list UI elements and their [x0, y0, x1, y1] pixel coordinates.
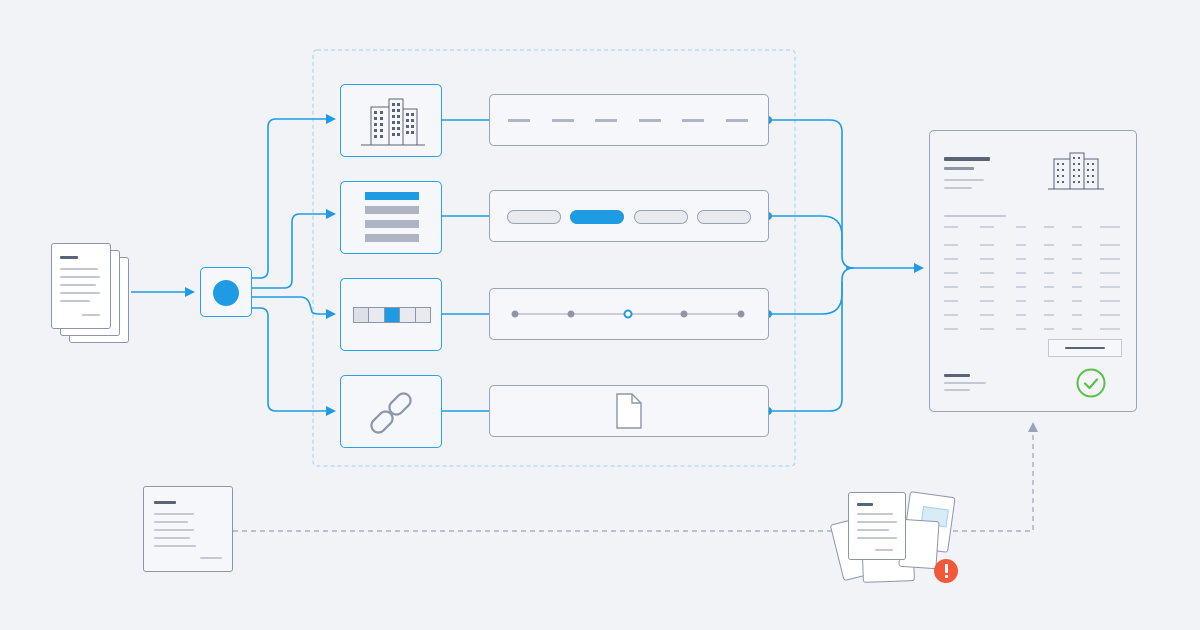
timeline-point[interactable] [737, 310, 745, 318]
dashed-fields [508, 119, 748, 123]
timeline-point-selected[interactable] [623, 309, 633, 319]
chain-link-icon [370, 392, 412, 434]
table-output-card[interactable] [489, 190, 769, 242]
final-document[interactable] [929, 130, 1137, 412]
entity-output-card[interactable] [489, 94, 769, 146]
grid-output-card[interactable] [489, 288, 769, 340]
building-icon [361, 98, 425, 146]
card4-to-final-line [768, 267, 855, 412]
grid-extraction-box[interactable] [340, 278, 442, 351]
card3-to-final-line [768, 282, 843, 315]
source-doc-front [51, 243, 111, 329]
bypass-document [143, 486, 233, 572]
timeline [511, 309, 745, 319]
table-extraction-box[interactable] [340, 181, 442, 254]
timeline-point[interactable] [567, 310, 575, 318]
router-node[interactable] [200, 267, 252, 317]
table-rows-icon [341, 182, 441, 253]
segment[interactable] [696, 210, 751, 224]
exclamation-icon [934, 559, 958, 583]
building-icon [1048, 152, 1104, 190]
grid-cells-icon [353, 307, 431, 323]
file-icon [616, 393, 642, 429]
link-output-card[interactable] [489, 385, 769, 437]
link-extraction-box[interactable] [340, 375, 442, 448]
total-box [1048, 339, 1122, 357]
router-to-link-arrow [251, 307, 336, 416]
router-to-table-arrow [251, 209, 336, 289]
check-circle-icon [1076, 368, 1106, 398]
router-node-icon [213, 280, 239, 306]
timeline-point[interactable] [680, 310, 688, 318]
router-to-grid-arrow [251, 296, 336, 319]
segment[interactable] [507, 210, 561, 224]
router-to-entity-arrow [251, 114, 336, 279]
line-items-table [944, 226, 1120, 330]
card2-to-final-line [768, 215, 843, 250]
timeline-point[interactable] [511, 310, 519, 318]
segment[interactable] [633, 210, 688, 224]
pile-doc-top [848, 492, 906, 560]
entity-extraction-box[interactable] [340, 84, 442, 157]
segment-selected[interactable] [570, 210, 625, 224]
pipeline-container [312, 49, 796, 467]
card1-to-final-line [768, 119, 855, 269]
pill-segments [507, 210, 751, 224]
